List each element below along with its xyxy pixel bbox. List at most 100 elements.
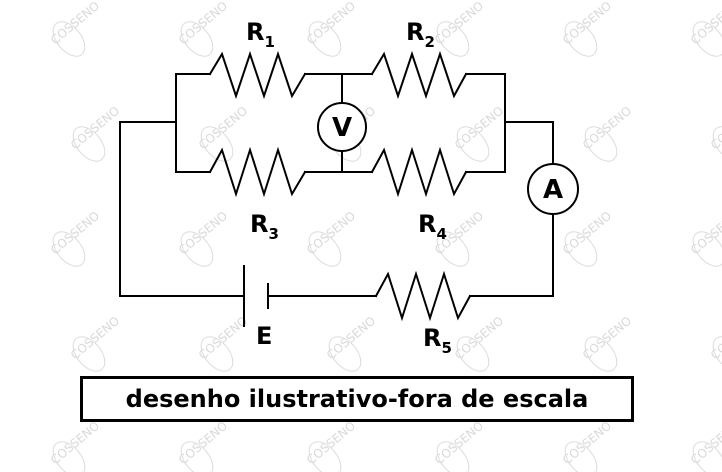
- watermark-swirl: [180, 21, 214, 57]
- watermark-swirl: [436, 231, 470, 267]
- watermark-mark: COSSENO: [48, 209, 102, 267]
- voltmeter-circle: [317, 102, 367, 152]
- watermark-text: COSSENO: [48, 209, 102, 258]
- watermark-swirl: [308, 441, 342, 472]
- watermark-swirl: [584, 126, 618, 162]
- label-r2: R2: [406, 18, 435, 51]
- circuit-wires: [119, 73, 554, 297]
- label-r5: R5: [423, 324, 452, 357]
- watermark-text: COSSENO: [452, 104, 506, 153]
- watermark-swirl: [52, 21, 86, 57]
- resistor-r4-zigzag: [370, 146, 468, 198]
- label-r2-index: 2: [424, 33, 434, 51]
- label-r1-letter: R: [246, 18, 264, 46]
- resistor-r5: [374, 270, 472, 322]
- watermark-swirl: [52, 231, 86, 267]
- watermark-swirl: [180, 441, 214, 472]
- wire-left-feed: [119, 121, 245, 297]
- watermark-swirl: [564, 21, 598, 57]
- watermark-mark: COSSENO: [68, 314, 122, 372]
- watermark-text: COSSENO: [708, 104, 722, 153]
- label-r5-index: 5: [441, 339, 451, 357]
- watermark-text: COSSENO: [304, 419, 358, 468]
- label-r4-index: 4: [436, 225, 446, 243]
- watermark-mark: COSSENO: [560, 0, 614, 57]
- wire-ammeter-down: [469, 213, 554, 297]
- watermark-text: COSSENO: [48, 419, 102, 468]
- label-r3-letter: R: [250, 210, 268, 238]
- watermark-swirl: [456, 336, 490, 372]
- watermark-mark: COSSENO: [708, 314, 722, 372]
- watermark-swirl: [72, 336, 106, 372]
- watermark-text: COSSENO: [196, 314, 250, 363]
- ammeter-circle: [527, 163, 579, 215]
- watermark-mark: COSSENO: [304, 0, 358, 57]
- watermark-mark: COSSENO: [688, 209, 722, 267]
- caption-box: desenho ilustrativo-fora de escala: [80, 376, 634, 422]
- watermark-mark: COSSENO: [560, 419, 614, 472]
- watermark-mark: COSSENO: [688, 0, 722, 57]
- watermark-text: COSSENO: [560, 419, 614, 468]
- watermark-swirl: [436, 21, 470, 57]
- battery-e: [243, 265, 269, 327]
- watermark-text: COSSENO: [176, 209, 230, 258]
- watermark-swirl: [712, 336, 722, 372]
- watermark-text: COSSENO: [580, 314, 634, 363]
- wire-to-ammeter: [504, 121, 554, 165]
- watermark-mark: COSSENO: [580, 104, 634, 162]
- watermark-text: COSSENO: [580, 104, 634, 153]
- watermark-mark: COSSENO: [48, 419, 102, 472]
- watermark-swirl: [52, 441, 86, 472]
- watermark-swirl: [180, 231, 214, 267]
- watermark-text: COSSENO: [452, 314, 506, 363]
- resistor-r3-zigzag: [208, 146, 307, 198]
- label-r3: R3: [250, 210, 279, 243]
- watermark-mark: COSSENO: [196, 314, 250, 372]
- ammeter: A: [527, 163, 579, 215]
- watermark-text: COSSENO: [68, 314, 122, 363]
- ammeter-symbol: A: [543, 175, 563, 205]
- watermark-text: COSSENO: [68, 104, 122, 153]
- resistor-r2-zigzag: [370, 50, 468, 100]
- resistor-r1-zigzag: [208, 50, 307, 100]
- watermark-mark: COSSENO: [304, 419, 358, 472]
- voltmeter: V: [317, 102, 367, 152]
- watermark-swirl: [200, 336, 234, 372]
- watermark-text: COSSENO: [432, 419, 486, 468]
- label-battery: E: [256, 322, 272, 350]
- watermark-swirl: [200, 126, 234, 162]
- watermark-mark: COSSENO: [432, 419, 486, 472]
- label-r4: R4: [418, 210, 447, 243]
- watermark-swirl: [456, 126, 490, 162]
- resistor-r2: [370, 50, 468, 100]
- label-r1-index: 1: [264, 33, 274, 51]
- label-r5-letter: R: [423, 324, 441, 352]
- watermark-text: COSSENO: [176, 419, 230, 468]
- watermark-text: COSSENO: [304, 209, 358, 258]
- watermark-swirl: [712, 126, 722, 162]
- watermark-mark: COSSENO: [324, 314, 378, 372]
- watermark-mark: COSSENO: [452, 104, 506, 162]
- watermark-mark: COSSENO: [432, 0, 486, 57]
- watermark-mark: COSSENO: [580, 314, 634, 372]
- watermark-mark: COSSENO: [176, 419, 230, 472]
- label-r2-letter: R: [406, 18, 424, 46]
- voltmeter-symbol: V: [332, 113, 352, 143]
- watermark-text: COSSENO: [196, 104, 250, 153]
- watermark-mark: COSSENO: [452, 314, 506, 372]
- watermark-mark: COSSENO: [688, 419, 722, 472]
- resistor-r1: [208, 50, 307, 100]
- watermark-mark: COSSENO: [48, 0, 102, 57]
- watermark-mark: COSSENO: [708, 104, 722, 162]
- watermark-text: COSSENO: [688, 419, 722, 468]
- label-r3-index: 3: [268, 225, 278, 243]
- watermark-swirl: [72, 126, 106, 162]
- watermark-swirl: [308, 21, 342, 57]
- watermark-swirl: [564, 441, 598, 472]
- watermark-text: COSSENO: [324, 314, 378, 363]
- watermark-text: COSSENO: [560, 209, 614, 258]
- watermark-swirl: [328, 336, 362, 372]
- watermark-text: COSSENO: [708, 314, 722, 363]
- label-r1: R1: [246, 18, 275, 51]
